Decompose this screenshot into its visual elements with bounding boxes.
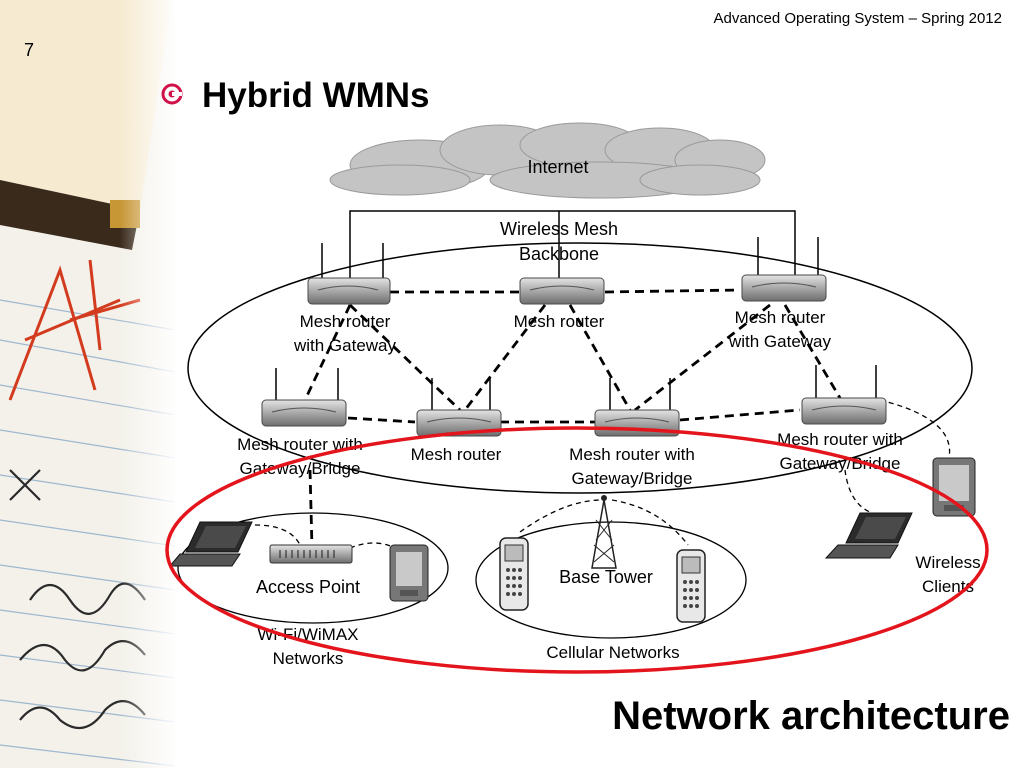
router-mid-center-label: Mesh router bbox=[411, 445, 502, 464]
router-mid-center-right-label-line1: Mesh router with bbox=[569, 445, 695, 464]
router-mid-right-label-line1: Mesh router with bbox=[777, 430, 903, 449]
cell-phone-icon-right bbox=[676, 549, 706, 623]
wireless-clients-label-line1: Wireless bbox=[915, 553, 980, 572]
access-point-icon bbox=[269, 544, 353, 564]
router-top-right-label-line1: Mesh router bbox=[735, 308, 826, 327]
mesh-links bbox=[303, 288, 842, 549]
router-top-left bbox=[307, 243, 391, 305]
router-top-right bbox=[741, 237, 827, 302]
internet-label: Internet bbox=[527, 157, 588, 177]
router-top-left-label-line1: Mesh router bbox=[300, 312, 391, 331]
base-tower-icon bbox=[591, 495, 617, 569]
course-header: Advanced Operating System – Spring 2012 bbox=[713, 10, 1002, 27]
router-mid-left bbox=[261, 368, 347, 427]
laptop-icon bbox=[168, 521, 253, 567]
footer-title: Network architecture bbox=[612, 694, 1010, 738]
client-pda-icon bbox=[932, 457, 976, 517]
router-mid-center bbox=[416, 378, 502, 437]
internet-cloud: Internet bbox=[329, 122, 766, 199]
notebook-paper-decoration bbox=[0, 0, 180, 768]
slide-title: Hybrid WMNs bbox=[202, 76, 430, 115]
router-mid-right bbox=[801, 365, 887, 425]
router-top-center bbox=[519, 277, 605, 305]
page-number: 7 bbox=[24, 40, 35, 60]
internet-uplinks bbox=[349, 210, 796, 278]
pda-icon bbox=[389, 544, 429, 602]
wifi-network-ellipse bbox=[177, 512, 449, 624]
backbone-label-line2: Backbone bbox=[519, 244, 599, 264]
highlight-ellipse bbox=[165, 426, 989, 674]
cell-phone-icon-left bbox=[499, 537, 529, 611]
router-mid-left-label-line1: Mesh router with bbox=[237, 435, 363, 454]
router-mid-center-right-label-line2: Gateway/Bridge bbox=[572, 469, 693, 488]
router-top-left-label-line2: with Gateway bbox=[293, 336, 397, 355]
backbone-ellipse bbox=[187, 242, 973, 494]
access-point-label: Access Point bbox=[256, 577, 360, 597]
wifi-networks-label-line1: Wi-Fi/WiMAX bbox=[257, 625, 358, 644]
router-top-center-label: Mesh router bbox=[514, 312, 605, 331]
wifi-networks-label-line2: Networks bbox=[273, 649, 344, 668]
cellular-networks-label: Cellular Networks bbox=[546, 643, 679, 662]
router-top-right-label-line2: with Gateway bbox=[728, 332, 832, 351]
router-mid-left-label-line2: Gateway/Bridge bbox=[240, 459, 361, 478]
client-laptop-icon bbox=[824, 512, 913, 559]
router-mid-right-label-line2: Gateway/Bridge bbox=[780, 454, 901, 473]
backbone-label-line1: Wireless Mesh bbox=[500, 219, 618, 239]
swirl-bullet-icon bbox=[161, 83, 183, 105]
base-tower-label: Base Tower bbox=[559, 567, 653, 587]
